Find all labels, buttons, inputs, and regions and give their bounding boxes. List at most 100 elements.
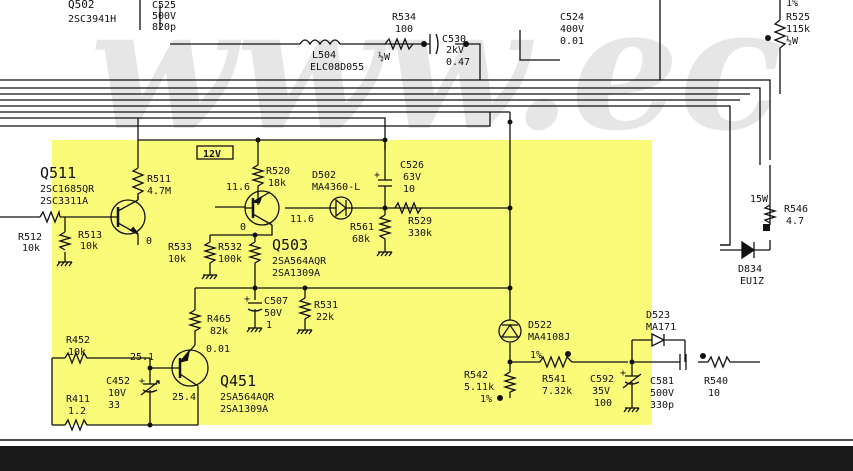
r512-ref: R512 (18, 232, 42, 243)
c526-capacitor (378, 179, 392, 196)
ground-icon (376, 251, 393, 257)
r531-resistor (297, 297, 313, 324)
bottom-bar (0, 446, 853, 471)
c507-ref: C507 (264, 296, 288, 307)
c526-v1: 63V (403, 172, 421, 183)
l504-inductor (299, 39, 341, 46)
d834-ref: D834 (738, 264, 762, 275)
r531-v1: 22k (316, 312, 334, 323)
junction-dot (507, 359, 513, 365)
r531-ref: R531 (314, 300, 338, 311)
c530-capacitor (429, 33, 439, 55)
r465-ref: R465 (207, 314, 231, 325)
c507-v2: 1 (266, 320, 272, 331)
junction-dot (382, 137, 388, 143)
ground-icon (246, 327, 263, 333)
bus-lines (0, 79, 771, 246)
c524-v2: 0.01 (560, 36, 584, 47)
c581-capacitor (679, 354, 687, 370)
r411-ref: R411 (66, 394, 90, 405)
test-point-icon (421, 41, 427, 47)
r411-resistor (64, 418, 90, 432)
c507-v1: 50V (264, 308, 282, 319)
q503-collector-voltage: 11.6 (290, 214, 314, 225)
r534-ref: R534 (392, 12, 416, 23)
r540-v1: 10 (708, 388, 720, 399)
r513-ref: R513 (78, 230, 102, 241)
r541-ref: R541 (542, 374, 566, 385)
q451-part2: 2SA1309A (220, 404, 268, 415)
q511-part1: 2SC1685QR (40, 184, 95, 195)
r534-v1: 100 (395, 24, 413, 35)
r525-resistor (773, 19, 787, 60)
r512-resistor (39, 209, 61, 224)
d502-diode (329, 196, 353, 220)
junction-dot (252, 285, 258, 291)
q451-part1: 2SA564AQR (220, 392, 275, 403)
r465-resistor (187, 309, 203, 336)
junction-dot (255, 137, 261, 143)
r541-resistor (539, 355, 573, 369)
r452-resistor (64, 351, 90, 365)
test-point-icon (463, 41, 469, 47)
c452-ref: C452 (106, 376, 130, 387)
r546-v1: 4.7 (786, 216, 804, 227)
r546-resistor (762, 204, 778, 224)
c592-capacitor (622, 372, 642, 392)
r540-resistor (707, 355, 731, 369)
junction-dot (252, 232, 258, 238)
r534-resistor (384, 37, 414, 51)
q451-transistor (160, 344, 209, 387)
r511-v1: 4.7M (147, 186, 171, 197)
c525-v1: 500V (152, 11, 176, 22)
r533-ref: R533 (168, 242, 192, 253)
c530-v1: 2kV (446, 45, 464, 56)
svg-text:+: + (374, 170, 380, 181)
d834-diode (741, 240, 756, 260)
junction-dot (382, 205, 388, 211)
r534-v2: ½W (378, 51, 391, 63)
r525-v1: 115k (786, 24, 810, 35)
test-point-icon (565, 351, 571, 357)
r532-resistor (247, 241, 263, 268)
r533-v1: 10k (168, 254, 186, 265)
junction-dot (147, 365, 153, 371)
r532-v1: 100k (218, 254, 242, 265)
q451-base-voltage: 25.1 (130, 352, 154, 363)
q451-ref: Q451 (220, 372, 256, 390)
l504-v1: ELC08D055 (310, 62, 364, 73)
q451-collector-voltage: 25.4 (172, 392, 196, 403)
c526-ref: C526 (400, 160, 424, 171)
r513-resistor (57, 231, 73, 251)
r529-v1: 330k (408, 228, 432, 239)
c581-ref: C581 (650, 376, 674, 387)
svg-text:+: + (139, 376, 145, 387)
d834-v1: EU1Z (740, 276, 764, 287)
d523-diode (651, 332, 666, 348)
q503-transistor (244, 190, 280, 226)
c507-capacitor (247, 302, 263, 318)
c526-v2: 10 (403, 184, 415, 195)
r511-resistor (131, 167, 145, 200)
q451-wiring (51, 336, 199, 426)
test-point-icon (700, 353, 706, 359)
r465-v1: 82k (210, 326, 228, 337)
c525-ref: C525 (152, 0, 176, 11)
d502-v1: MA4360-L (312, 182, 360, 193)
q503-part2: 2SA1309A (272, 268, 320, 279)
q511-ref: Q511 (40, 164, 76, 182)
r511-ref: R511 (147, 174, 171, 185)
q502-part: 2SC3941H (68, 14, 116, 25)
ground-icon (56, 261, 73, 267)
q503-ref: Q503 (272, 236, 308, 254)
junction-dot (302, 285, 308, 291)
rail-label: 12V (203, 149, 221, 160)
r541-v0: 1% (530, 350, 542, 361)
svg-text:+: + (244, 294, 250, 305)
r546-marker (763, 224, 770, 231)
r542-resistor (502, 371, 518, 393)
d522-ref: D522 (528, 320, 552, 331)
ground-icon (201, 274, 218, 280)
q503-base-voltage: 11.6 (226, 182, 250, 193)
